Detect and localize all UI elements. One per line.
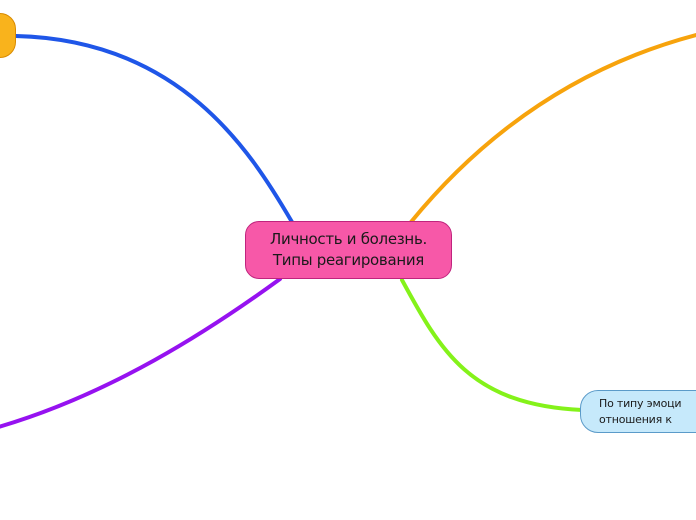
central-topic-node[interactable]: Личность и болезнь. Типы реагирования — [245, 221, 452, 279]
branch-line-bottom-right — [400, 278, 584, 412]
branch-line-top-right — [409, 33, 696, 224]
branch-line-bottom-left — [0, 277, 282, 429]
subtopic-node-emotional[interactable]: По типу эмоци отношения к — [580, 390, 696, 433]
branch-line-top-left — [14, 34, 294, 224]
